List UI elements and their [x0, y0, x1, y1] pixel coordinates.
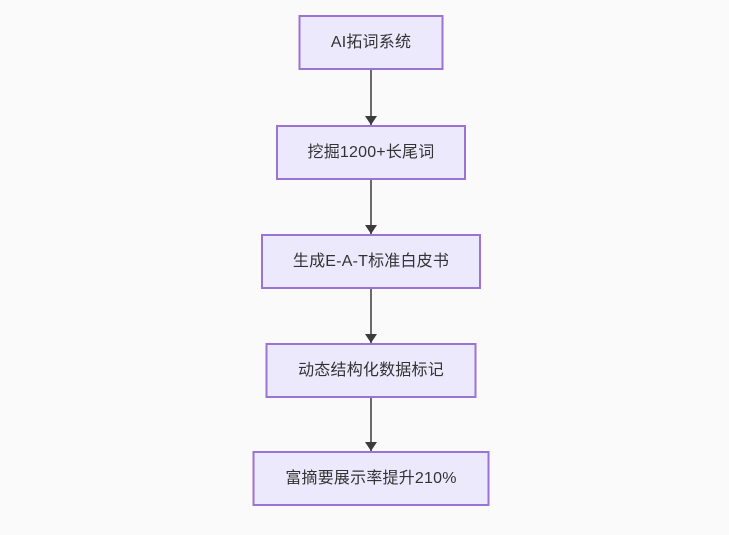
flow-node-mine-longtail-keywords[interactable]: 挖掘1200+长尾词	[276, 125, 466, 180]
flow-node-generate-eat-whitepaper[interactable]: 生成E-A-T标准白皮书	[261, 234, 481, 289]
edge-line	[370, 180, 372, 234]
flow-node-label: 生成E-A-T标准白皮书	[292, 252, 450, 270]
edge-line	[370, 289, 372, 343]
arrowhead-icon	[365, 116, 377, 125]
flow-node-rich-snippet-rate-increase[interactable]: 富摘要展示率提升210%	[252, 451, 490, 506]
flow-node-label: 动态结构化数据标记	[298, 361, 444, 379]
flow-node-label: 富摘要展示率提升210%	[285, 469, 457, 487]
edge-n3-n4	[364, 289, 378, 343]
edge-line	[370, 398, 372, 451]
flow-node-ai-keyword-system[interactable]: AI拓词系统	[298, 15, 444, 70]
flow-node-label: 挖掘1200+长尾词	[307, 143, 435, 161]
edge-n1-n2	[364, 70, 378, 125]
edge-line	[370, 70, 372, 125]
flow-node-label: AI拓词系统	[330, 33, 412, 51]
edge-n4-n5	[364, 398, 378, 451]
flow-node-dynamic-structured-data-markup[interactable]: 动态结构化数据标记	[265, 343, 477, 398]
edge-n2-n3	[364, 180, 378, 234]
arrowhead-icon	[365, 225, 377, 234]
arrowhead-icon	[365, 334, 377, 343]
arrowhead-icon	[365, 442, 377, 451]
